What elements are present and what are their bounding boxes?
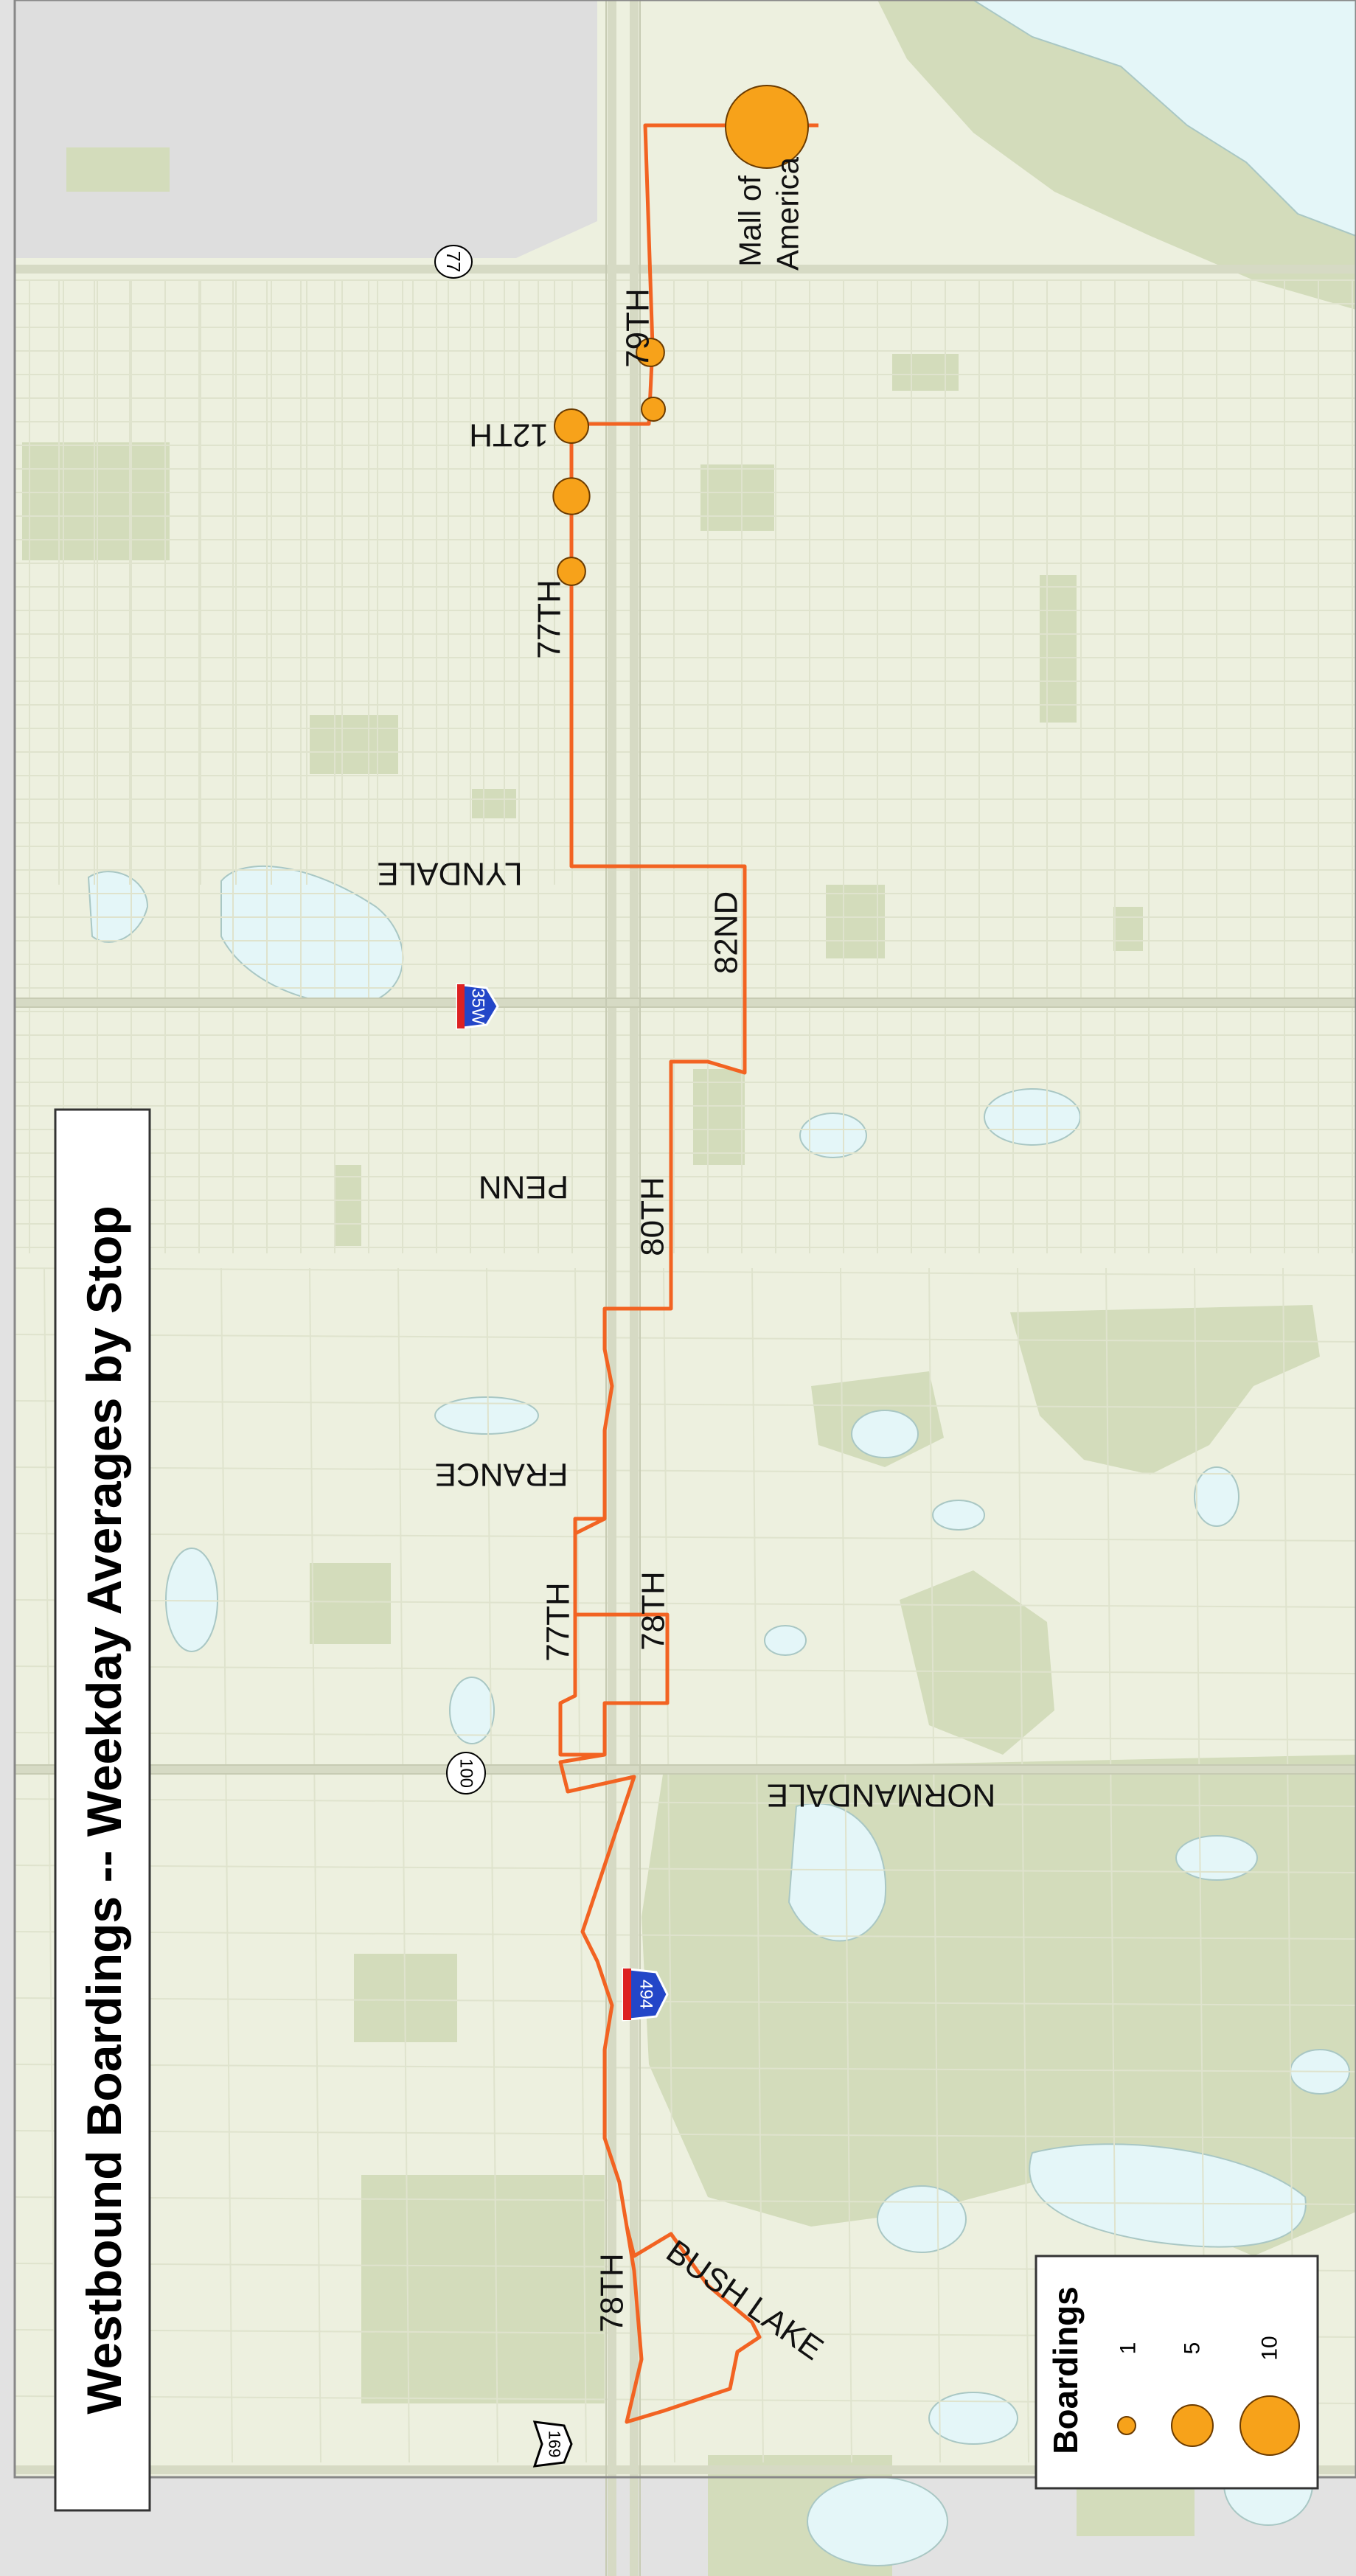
legend-label: 5 — [1181, 2342, 1205, 2355]
label-mall-line2: America — [771, 156, 805, 271]
minor-road — [14, 1931, 1356, 1940]
minor-road — [14, 1865, 1356, 1873]
stop-marker — [557, 557, 586, 586]
minor-road — [44, 1267, 56, 2463]
minor-road — [14, 1599, 1356, 1608]
minor-road — [14, 2064, 1356, 2072]
stop-marker — [552, 477, 591, 515]
label-12th: 12TH — [469, 417, 549, 453]
minor-road — [309, 1267, 321, 2463]
minor-road — [1017, 1267, 1029, 2463]
map-frame — [13, 0, 1356, 2479]
legend-symbol — [1239, 2395, 1300, 2456]
minor-road — [840, 1267, 852, 2463]
label-78th-south: 78TH — [594, 2253, 630, 2333]
shield-i494: 494 — [622, 1967, 669, 2022]
i35w-label: 35W — [468, 988, 488, 1025]
map-title: Westbound Boardings -- Weekday Averages … — [77, 1205, 131, 2414]
minor-road — [574, 1267, 587, 2463]
label-77th-north: 77TH — [532, 579, 568, 659]
minor-road — [14, 2130, 1356, 2139]
minor-road — [14, 1334, 1356, 1343]
label-80th: 80TH — [635, 1177, 671, 1256]
legend-title: Boardings — [1046, 2286, 1085, 2454]
minor-road — [14, 1665, 1356, 1674]
label-france: FRANCE — [435, 1457, 569, 1493]
label-78th-mid: 78TH — [636, 1571, 672, 1651]
shield-hwy-169: 169 — [532, 2420, 573, 2468]
minor-road — [14, 1466, 1356, 1475]
hwy-100-label: 100 — [456, 1758, 476, 1788]
legend-symbol — [1171, 2404, 1214, 2447]
minor-road — [14, 1267, 1356, 1276]
road-grid — [14, 279, 1356, 2463]
minor-road — [14, 1400, 1356, 1409]
minor-road — [751, 1267, 764, 2463]
hwy-169-label: 169 — [546, 2431, 564, 2458]
label-penn: PENN — [479, 1169, 569, 1205]
label-mall-line1: Mall of — [733, 175, 768, 267]
legend-label: 10 — [1258, 2336, 1282, 2360]
label-79th: 79TH — [620, 288, 656, 368]
legend-symbol — [1117, 2416, 1136, 2435]
shield-hwy-100: 100 — [446, 1752, 486, 1795]
minor-road — [486, 1267, 498, 2463]
minor-road — [14, 1798, 1356, 1807]
minor-road — [663, 1267, 675, 2463]
minor-road — [14, 1997, 1356, 2006]
label-normandale: NORMANDALE — [767, 1778, 996, 1814]
minor-road — [14, 2196, 1356, 2205]
shield-hwy-77: 77 — [434, 245, 473, 279]
boarding-stops — [552, 85, 809, 586]
i494-label: 494 — [636, 1980, 656, 2009]
shield-i35w: 35W — [456, 983, 499, 1030]
label-lyndale: LYNDALE — [377, 856, 522, 892]
minor-road — [14, 1533, 1356, 1542]
map-title-box: Westbound Boardings -- Weekday Averages … — [54, 1108, 151, 2512]
stop-marker — [554, 408, 589, 444]
major-roads — [15, 0, 1356, 2576]
legend-label: 1 — [1116, 2342, 1141, 2355]
airport-area — [15, 0, 597, 258]
minor-road — [397, 1267, 410, 2463]
stop-marker — [725, 85, 809, 169]
minor-road — [220, 1267, 233, 2463]
minor-road — [928, 1267, 941, 2463]
stop-marker — [636, 338, 665, 367]
minor-road — [14, 1732, 1356, 1741]
stop-marker — [641, 397, 666, 422]
label-82nd: 82ND — [709, 891, 745, 975]
hwy-77-label: 77 — [442, 251, 465, 273]
label-77th-south: 77TH — [540, 1582, 577, 1662]
